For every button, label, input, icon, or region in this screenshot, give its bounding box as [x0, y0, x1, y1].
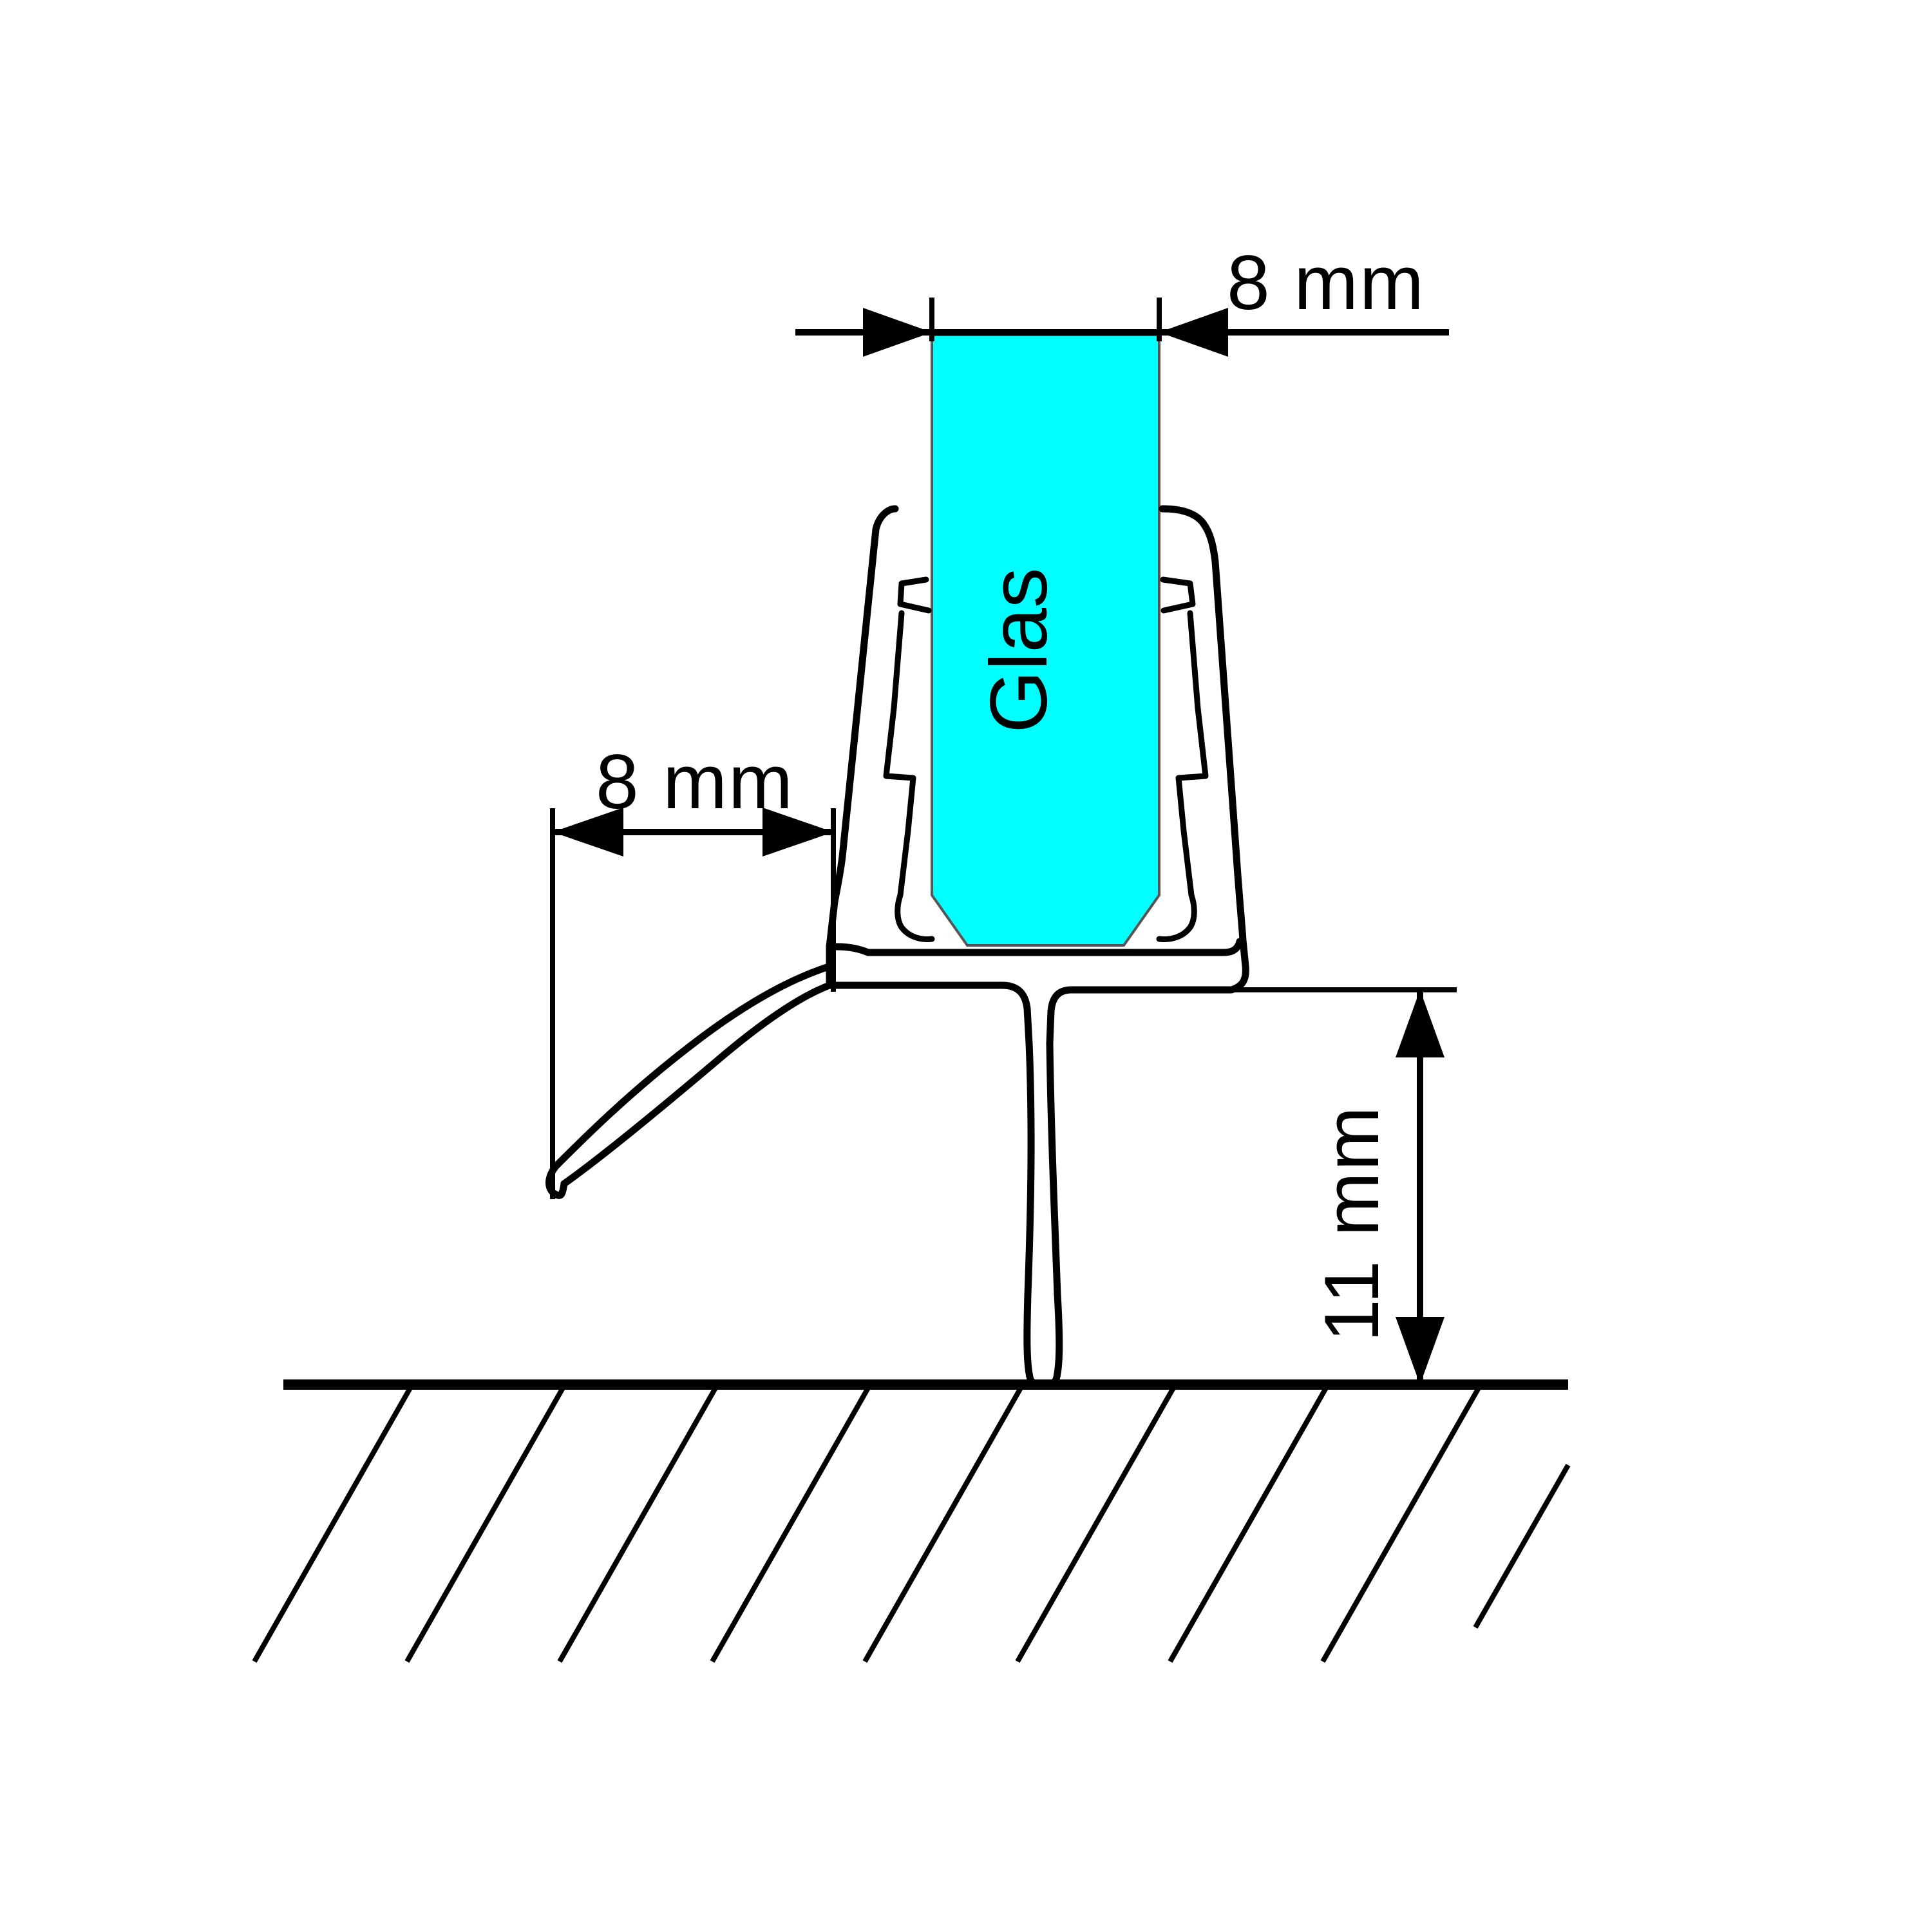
seal-lower-fin-left-edge — [1023, 1039, 1035, 1383]
hatch-line — [710, 1383, 873, 1663]
dim-left-label: 8 mm — [596, 739, 794, 825]
dim-top-label: 8 mm — [1227, 240, 1425, 326]
dim-top-arrow-left — [863, 308, 932, 357]
seal-right-upper-grip-fin — [1160, 576, 1196, 614]
seal-bottom-flange-top-right — [1046, 986, 1235, 1047]
dim-right-arrow-bottom — [1396, 1317, 1444, 1385]
glass-label: Glas — [974, 567, 1064, 733]
dim-right-label: 11 mm — [1309, 1105, 1395, 1342]
hatch-line — [1320, 1383, 1483, 1663]
seal-channel-floor — [826, 943, 936, 956]
seal-bottom-flange-top-left — [826, 981, 1033, 1047]
seal-outer-left-wall — [826, 505, 899, 989]
seal-lower-fin-right-edge — [1046, 1039, 1063, 1383]
hatch-line — [1473, 1464, 1571, 1629]
floor-hatching — [252, 1383, 1571, 1663]
dim-top-arrow-right — [1159, 308, 1228, 357]
hatch-line — [1015, 1383, 1178, 1663]
seal-left-channel-lip — [895, 892, 935, 942]
hatch-line — [557, 1383, 720, 1663]
floor-group — [252, 1379, 1571, 1663]
seal-right-channel-lip — [1156, 892, 1197, 942]
dimension-right-11mm: 11 mm — [1153, 987, 1457, 1385]
wiper-lip-bottom-edge — [554, 962, 835, 1168]
seal-right-inner-wall — [1175, 610, 1209, 898]
hatch-line — [1168, 1383, 1331, 1663]
wiper-lip-top-edge — [560, 981, 833, 1188]
hatch-line — [404, 1383, 567, 1663]
hatch-line — [862, 1383, 1025, 1663]
wiper-lip-root — [826, 943, 835, 970]
dim-right-arrow-top — [1396, 990, 1444, 1057]
hatch-line — [252, 1383, 415, 1663]
seal-outer-right-wall — [1155, 505, 1249, 994]
seal-profile-group — [545, 505, 1249, 1389]
dim-left-arrow-right — [762, 808, 833, 857]
seal-left-upper-grip-fin — [897, 576, 932, 614]
dimension-left-8mm: 8 mm — [550, 739, 836, 1199]
seal-left-inner-wall — [883, 610, 916, 898]
seal-channel-floor-right — [1155, 938, 1244, 956]
dim-left-arrow-left — [553, 808, 623, 857]
dimension-top-8mm: 8 mm — [795, 240, 1449, 357]
